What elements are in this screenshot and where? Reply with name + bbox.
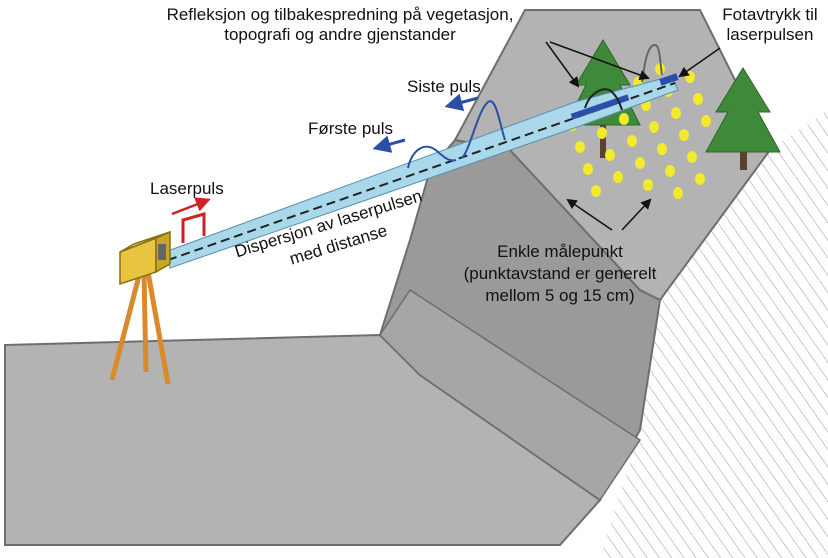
measurement-point — [693, 93, 703, 105]
laser-pulse-marker — [181, 212, 206, 243]
laser-pulse-arrow — [171, 197, 211, 216]
reflection-leader-2 — [549, 41, 650, 81]
measurement-point — [685, 71, 695, 83]
laser-scanner — [119, 230, 171, 286]
reflection-label-line-1: Refleksjon og tilbakespredning på vegeta… — [167, 5, 514, 24]
measurement-point — [701, 115, 711, 127]
measurement-point — [687, 151, 697, 163]
measurement-point — [619, 113, 629, 125]
tree-right — [705, 67, 781, 170]
measurement-point — [673, 187, 683, 199]
points-leader-1 — [566, 198, 613, 231]
footprint-bar-far — [659, 73, 679, 86]
measurement-point — [649, 121, 659, 133]
points-leader-2 — [621, 198, 652, 231]
measurement-point — [575, 141, 585, 153]
first-pulse-arrow — [372, 135, 406, 153]
measurement-point — [665, 165, 675, 177]
footprint-label-line-2: laserpulsen — [727, 25, 814, 44]
measurement-point — [591, 185, 601, 197]
points-label-line-2: (punktavstand er generelt — [464, 264, 657, 283]
points-label-line-3: mellom 5 og 15 cm) — [485, 286, 634, 305]
measurement-point — [613, 171, 623, 183]
measurement-point — [605, 149, 615, 161]
measurement-point — [635, 157, 645, 169]
last-pulse-label: Siste puls — [407, 77, 481, 96]
measurement-point — [627, 135, 637, 147]
measurement-point — [643, 179, 653, 191]
cliff-ledge-face — [379, 288, 642, 502]
last-pulse-waveform — [461, 100, 506, 159]
first-pulse-waveform — [407, 145, 457, 169]
measurement-point — [679, 129, 689, 141]
measurement-point — [695, 173, 705, 185]
measurement-point — [671, 107, 681, 119]
footprint-leader — [678, 47, 721, 78]
reflection-waveform-ground — [641, 43, 663, 83]
footprint-bar-near — [570, 94, 630, 120]
tripod — [109, 271, 171, 385]
footprint-label-line-1: Fotavtrykk til — [722, 5, 817, 24]
reflection-label-line-2: topografi og andre gjenstander — [224, 25, 456, 44]
reflection-leader-1 — [545, 41, 580, 88]
points-label-line-1: Enkle målepunkt — [497, 242, 623, 261]
measurement-point — [583, 163, 593, 175]
beam-center-line — [167, 82, 676, 261]
cliff-hatching — [600, 110, 828, 558]
reflection-waveform-tree — [584, 88, 623, 111]
first-pulse-label: Første puls — [308, 119, 393, 138]
measurement-point — [657, 143, 667, 155]
measurement-point — [597, 127, 607, 139]
last-pulse-arrow — [444, 93, 479, 111]
laser-pulse-label: Laserpuls — [150, 179, 224, 198]
